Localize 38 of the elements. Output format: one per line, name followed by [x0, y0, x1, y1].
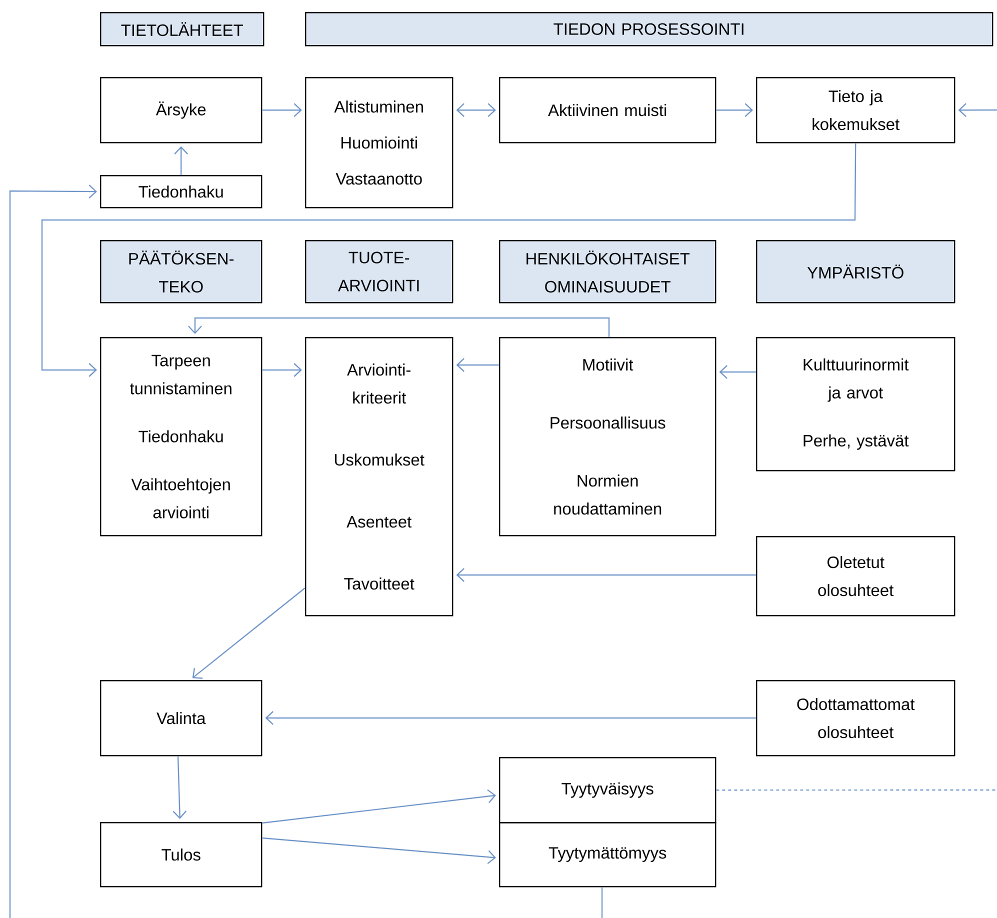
process-box: Arviointi- kriteerit Uskomukset Asenteet Tavoitteet — [305, 337, 454, 616]
process-box: Tarpeen tunnistaminen Tiedonhaku Vaihtoehtojen arviointi — [100, 337, 262, 536]
arrow — [456, 568, 756, 582]
arrow — [41, 143, 856, 377]
process-box: Motiivit Persoonallisuus Normien noudattaminen — [499, 337, 716, 536]
arrow — [262, 103, 302, 118]
arrow — [174, 146, 188, 175]
arrow — [262, 363, 302, 377]
category-header: HENKILÖKOHTAISET OMINAISUUDET — [499, 240, 716, 304]
process-box: Tyytyväisyys — [499, 757, 716, 824]
process-box: Tieto ja kokemukset — [756, 77, 956, 144]
arrow — [265, 711, 756, 725]
category-header: TIETOLÄHTEET — [100, 12, 264, 46]
arrow — [192, 588, 306, 679]
process-box: Valinta — [100, 680, 262, 756]
arrow — [716, 103, 753, 118]
process-box: Tulos — [100, 822, 262, 888]
arrow — [262, 789, 496, 824]
category-header: TIEDON PROSESSOINTI — [305, 12, 994, 46]
process-box: Tyytymättömyys — [499, 822, 716, 888]
arrow — [456, 358, 499, 372]
arrow — [172, 756, 187, 819]
process-box: Altistuminen Huomiointi Vastaanotto — [305, 77, 454, 208]
process-box: Tiedonhaku — [100, 175, 262, 208]
process-box: Kulttuurinormit ja arvot Perhe, ystävät — [756, 337, 956, 472]
arrow — [9, 184, 97, 918]
process-box: Ärsyke — [100, 77, 262, 144]
category-header: PÄÄTÖKSEN- TEKO — [100, 240, 262, 304]
arrow — [188, 317, 610, 337]
category-header: TUOTE- ARVIOINTI — [305, 240, 454, 304]
process-box: Oletetut olosuhteet — [756, 536, 956, 616]
process-box: Odottamattomat olosuhteet — [756, 680, 956, 756]
arrow — [719, 365, 756, 379]
arrow — [456, 103, 496, 118]
process-box: Aktiivinen muisti — [499, 77, 716, 144]
arrow — [958, 103, 997, 118]
category-header: YMPÄRISTÖ — [756, 240, 956, 304]
arrow — [262, 837, 496, 864]
